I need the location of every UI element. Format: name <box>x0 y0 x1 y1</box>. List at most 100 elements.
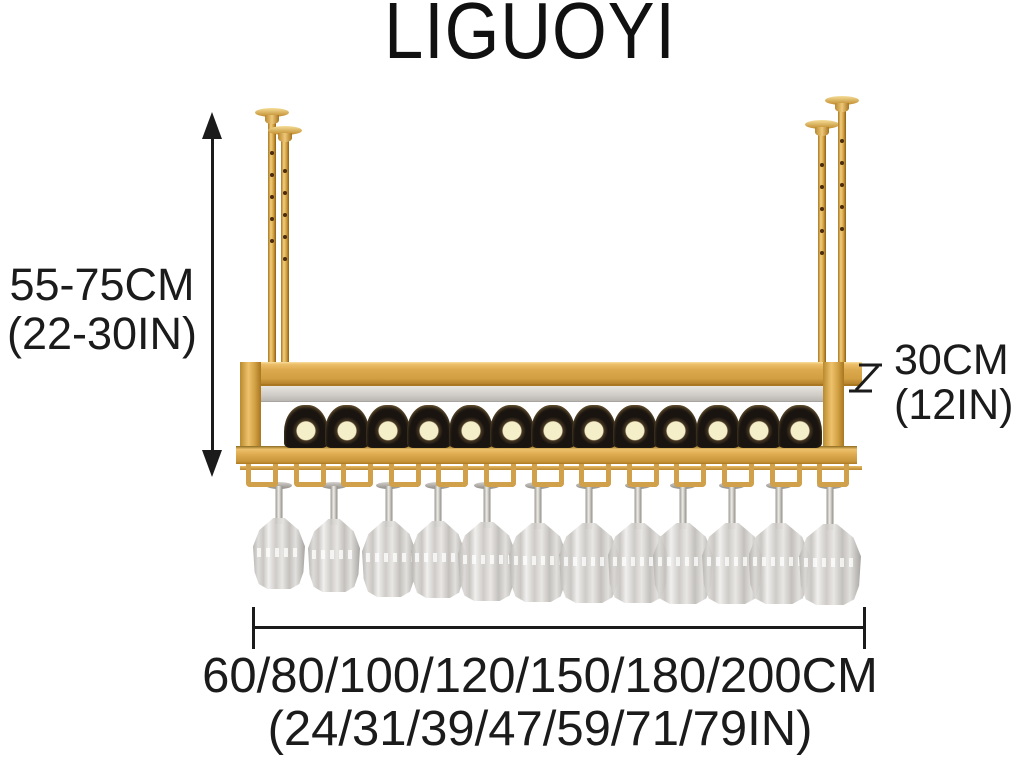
width-dimension-tick-right <box>863 607 866 649</box>
wine-bottle <box>778 405 822 448</box>
rod-adjustment-hole <box>270 217 274 221</box>
rod-adjustment-hole <box>283 213 287 217</box>
wine-bottle <box>490 405 534 448</box>
wine-bottle <box>449 405 493 448</box>
wine-bottle <box>531 405 575 448</box>
stemware-hook <box>246 464 278 487</box>
ceiling-mount-stem <box>265 115 279 124</box>
hanging-rod <box>268 126 302 368</box>
rod-adjustment-hole <box>820 207 824 211</box>
brand-title: LIGUOYI <box>384 0 676 75</box>
rod-adjustment-hole <box>840 227 844 231</box>
glass-stem <box>679 486 687 529</box>
glass-stem <box>534 486 542 529</box>
glass-reflection <box>706 557 758 566</box>
wine-glass <box>253 482 305 589</box>
glass-stem <box>483 486 491 528</box>
glass-foot <box>321 482 347 489</box>
rod-adjustment-hole <box>283 191 287 195</box>
stemware-hook <box>674 464 706 487</box>
glass-reflection <box>803 558 857 567</box>
rod-adjustment-hole <box>820 229 824 233</box>
hanging-rod <box>825 96 859 368</box>
top-shelf-inner-panel <box>258 386 844 402</box>
ceiling-mount-cap <box>825 96 859 105</box>
stemware-rack-rail <box>240 466 862 470</box>
glass-stem <box>434 486 442 527</box>
stemware-hook <box>341 464 373 487</box>
height-dimension-arrow <box>211 134 214 452</box>
width-label-in: (24/31/39/47/59/71/79IN) <box>267 702 813 756</box>
height-arrow-down-icon <box>202 450 222 477</box>
stemware-hook <box>770 464 802 487</box>
glass-reflection <box>257 548 301 557</box>
rod-adjustment-hole <box>270 239 274 243</box>
stemware-hook <box>484 464 516 487</box>
depth-dimension-label: 30CM (12IN) <box>894 338 1024 428</box>
glass-stem <box>330 486 338 525</box>
glass-reflection <box>366 553 412 562</box>
stemware-hook <box>627 464 659 487</box>
rod-adjustment-hole <box>820 185 824 189</box>
rod-adjustment-hole <box>840 205 844 209</box>
glass-stem <box>385 486 393 527</box>
wine-glass <box>653 482 713 604</box>
glass-stem <box>775 486 783 529</box>
ceiling-mount-cap <box>268 126 302 135</box>
height-label-in: (22-30IN) <box>6 308 198 359</box>
wine-bottle <box>284 405 328 448</box>
stemware-hook <box>817 464 849 487</box>
depth-label-cm: 30CM <box>894 336 1009 384</box>
glass-stem <box>634 486 642 529</box>
ceiling-mount-cap <box>805 120 839 129</box>
wine-bottle <box>737 405 781 448</box>
rod-adjustment-hole <box>270 151 274 155</box>
wine-bottle <box>325 405 369 448</box>
rod-adjustment-hole <box>270 195 274 199</box>
wine-glass <box>362 482 416 597</box>
wine-glass <box>799 482 861 605</box>
rod-adjustment-hole <box>820 163 824 167</box>
glass-foot <box>266 482 292 489</box>
wine-bottle <box>366 405 410 448</box>
hanging-rod <box>805 120 839 368</box>
stemware-hook <box>389 464 421 487</box>
glass-reflection <box>312 550 356 559</box>
stemware-hook <box>294 464 326 487</box>
ceiling-mount-cap <box>255 108 289 117</box>
rod-adjustment-hole <box>270 173 274 177</box>
top-shelf-rail <box>240 362 862 386</box>
wine-bottle <box>572 405 616 448</box>
rod-adjustment-hole <box>840 139 844 143</box>
height-arrow-up-icon <box>202 112 222 139</box>
wine-glass <box>308 482 360 592</box>
glass-reflection <box>563 557 615 566</box>
wine-bottle <box>407 405 451 448</box>
rod-adjustment-hole <box>820 251 824 255</box>
ceiling-mount-stem <box>278 133 292 142</box>
stemware-hook <box>579 464 611 487</box>
height-label-cm: 55-75CM <box>9 259 195 310</box>
width-dimension-line <box>253 626 865 629</box>
wine-bottle <box>613 405 657 448</box>
rack-left-post <box>240 362 261 464</box>
hanging-rod <box>255 108 289 368</box>
glass-reflection <box>415 553 461 562</box>
wine-bottle <box>696 405 740 448</box>
ceiling-mount-stem <box>815 127 829 136</box>
glass-reflection <box>462 555 512 564</box>
bottom-shelf-rail <box>236 446 857 464</box>
glass-reflection <box>657 557 709 566</box>
depth-indicator-icon <box>849 363 882 393</box>
ceiling-mount-stem <box>835 103 849 112</box>
width-label-cm: 60/80/100/120/150/180/200CM <box>202 649 878 703</box>
rod-adjustment-hole <box>283 257 287 261</box>
rod-adjustment-hole <box>840 183 844 187</box>
wine-glass <box>509 482 567 602</box>
rod-adjustment-hole <box>840 161 844 165</box>
rack-right-post <box>823 362 844 464</box>
width-dimension-label: 60/80/100/120/150/180/200CM (24/31/39/47… <box>160 650 920 756</box>
glass-reflection <box>612 557 664 566</box>
stemware-hook <box>722 464 754 487</box>
